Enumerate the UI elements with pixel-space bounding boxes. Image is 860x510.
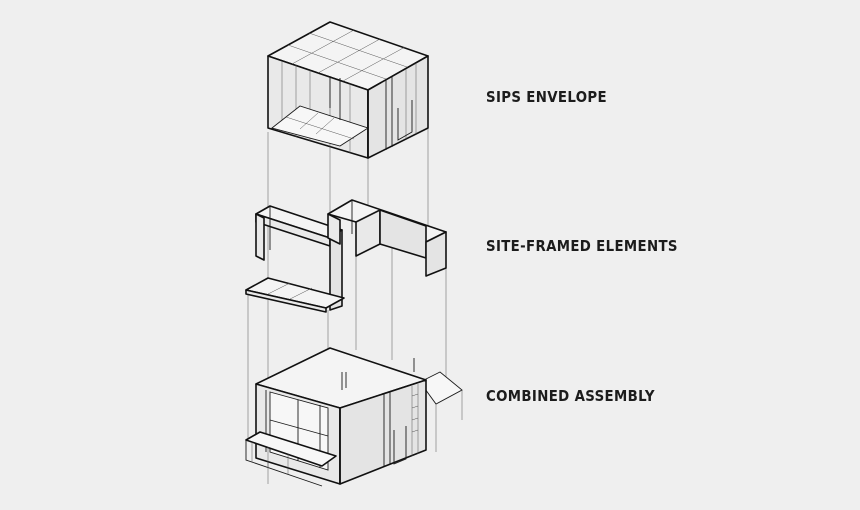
site-framed-elements-label: SITE-FRAMED ELEMENTS bbox=[486, 237, 678, 255]
sips-envelope-drawing bbox=[267, 21, 429, 159]
site-framed-elements-drawing bbox=[245, 199, 447, 313]
sips-envelope-label: SIPS ENVELOPE bbox=[486, 88, 607, 106]
combined-assembly-label: COMBINED ASSEMBLY bbox=[486, 387, 655, 405]
combined-assembly-drawing bbox=[245, 347, 463, 487]
